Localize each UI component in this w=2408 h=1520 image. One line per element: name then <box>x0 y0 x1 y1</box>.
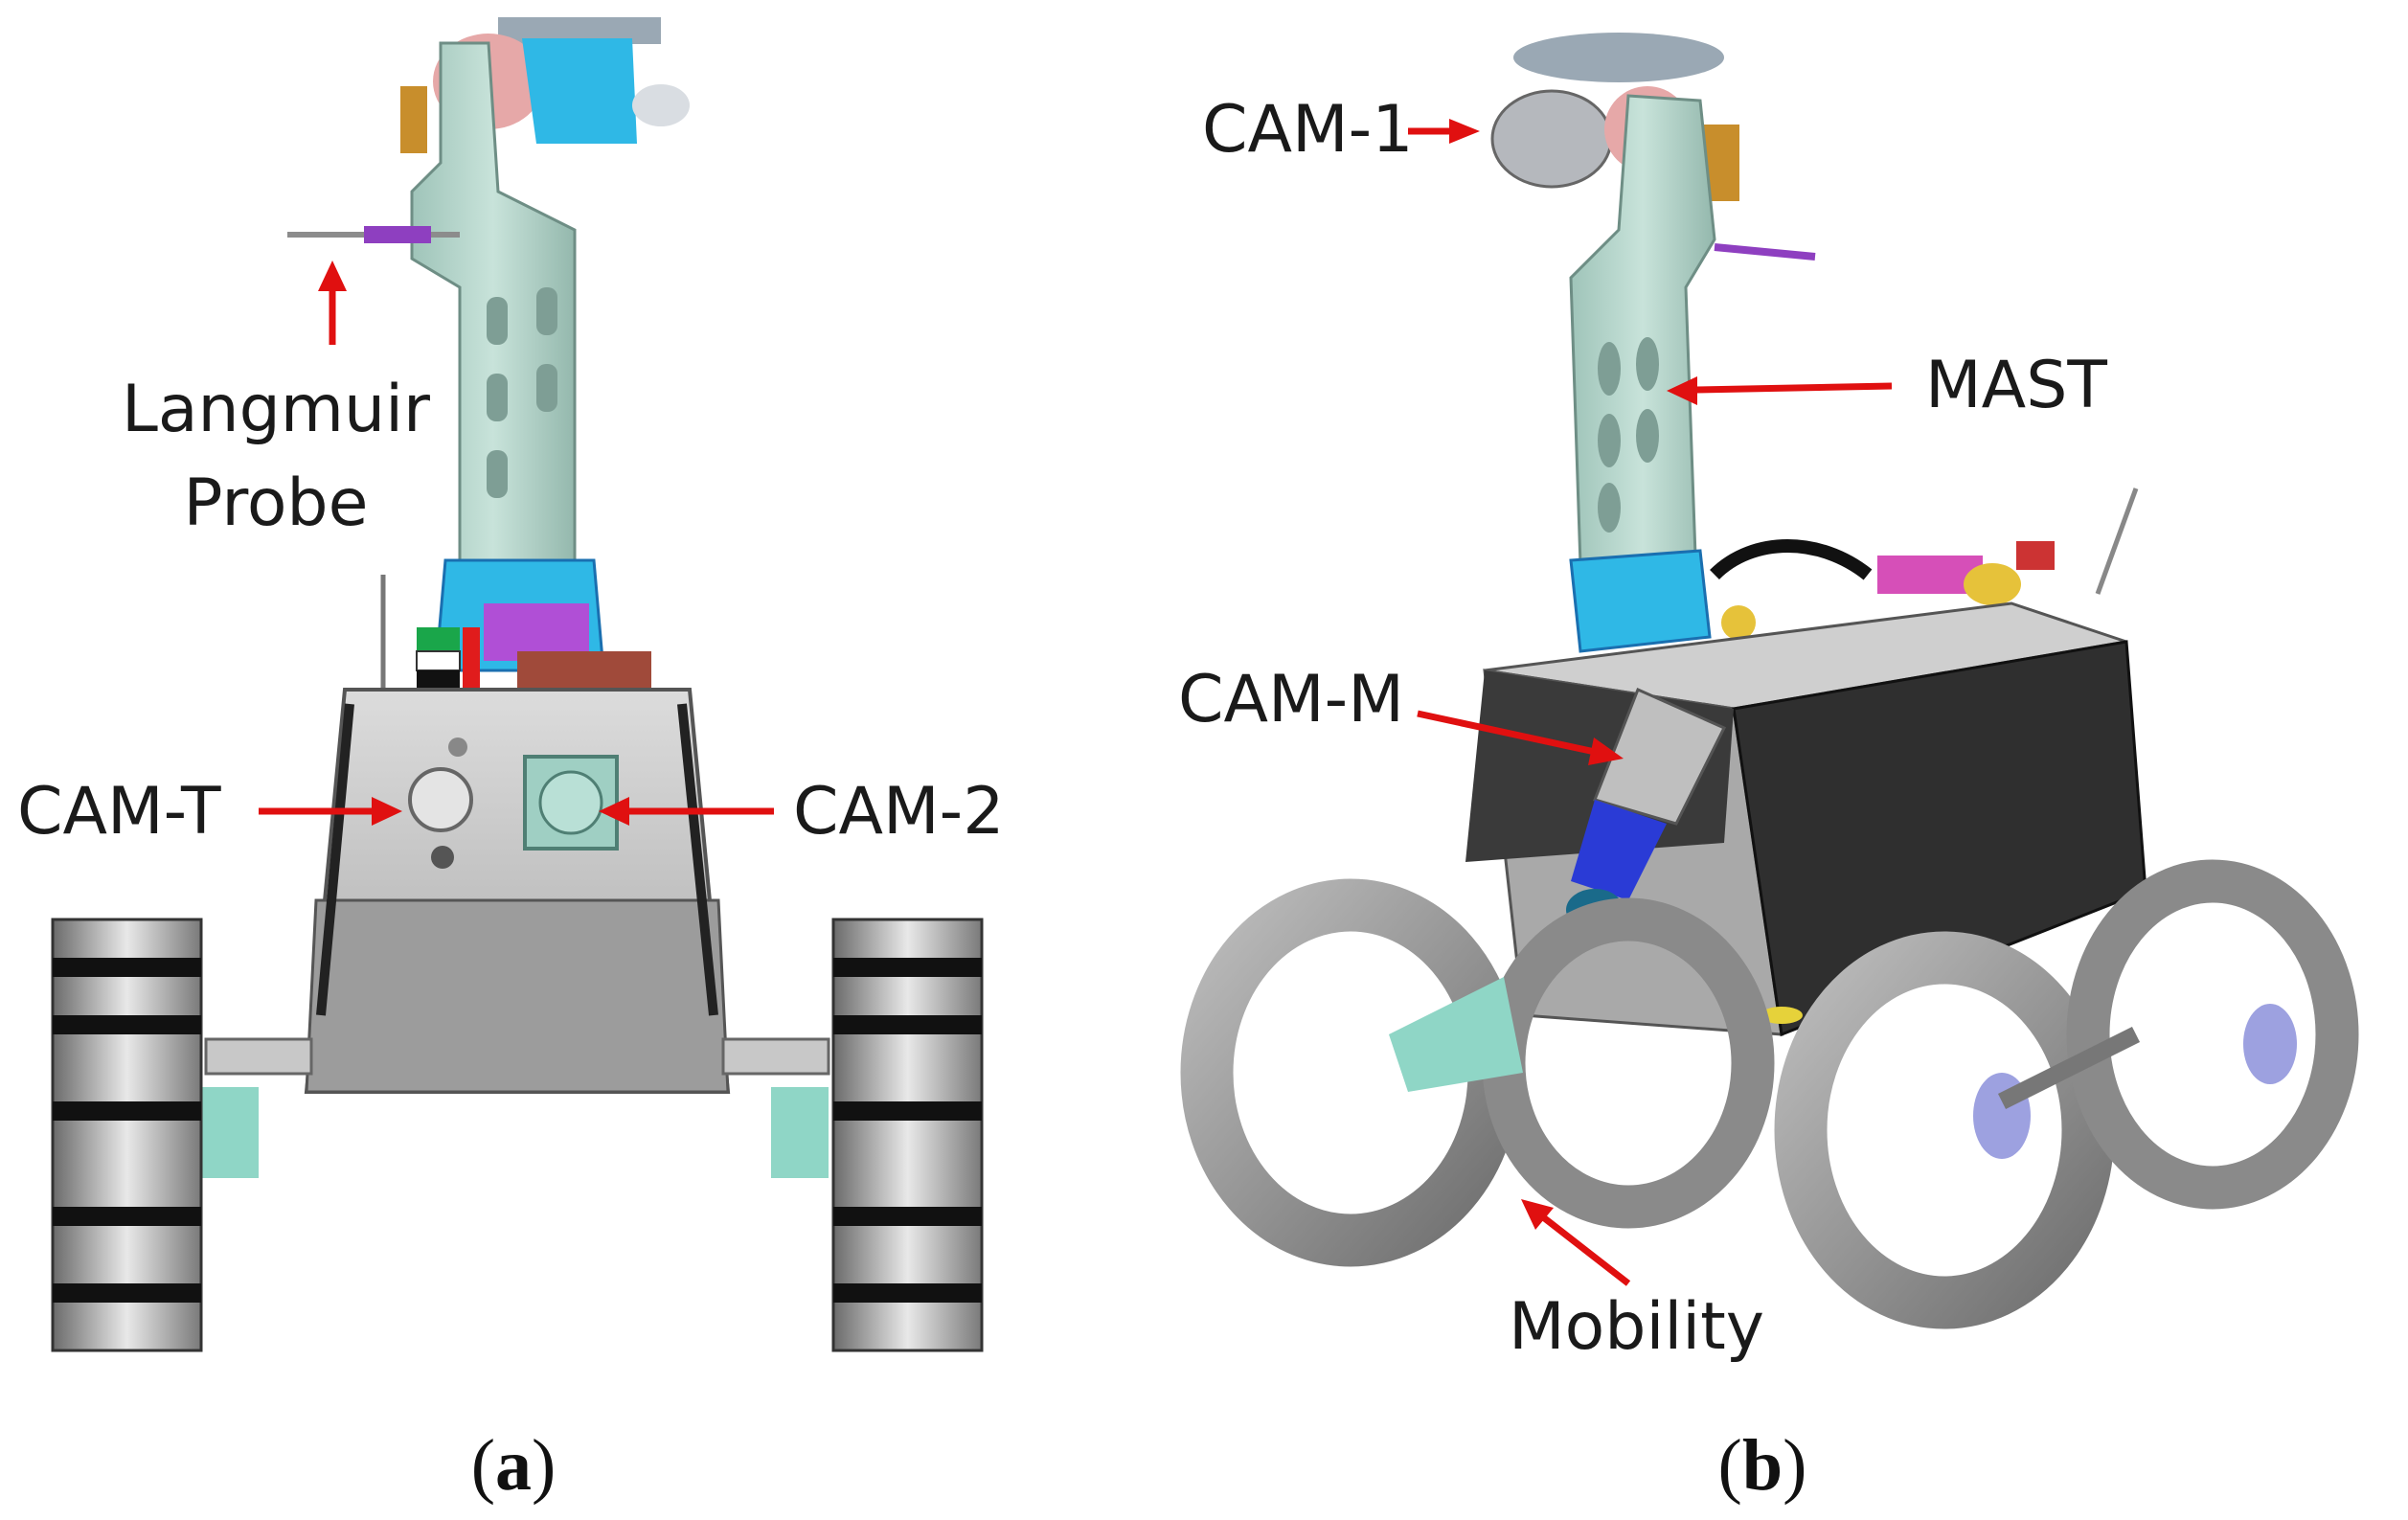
right-wheel <box>831 918 984 1352</box>
mast-slot <box>487 374 508 421</box>
caption-b: (b) <box>1718 1425 1807 1506</box>
cam-t-label: CAM-T <box>17 774 221 850</box>
body-port <box>448 737 467 757</box>
deck-electronics <box>517 651 651 690</box>
cam-t-lens <box>408 767 473 832</box>
flag-white <box>416 650 461 671</box>
mast-slot <box>487 450 508 498</box>
cam-1-label: CAM-1 <box>1202 92 1413 168</box>
body-port <box>431 846 454 869</box>
front-right-wheel <box>1774 931 2115 1329</box>
wheels-b <box>1180 859 2359 1329</box>
langmuir-probe-mount <box>364 226 431 243</box>
mobility-arrow <box>1521 1199 1631 1286</box>
rear-right-wheel <box>2066 859 2359 1210</box>
pan-tilt-gimbal <box>522 38 637 144</box>
deck-gear <box>1721 605 1756 640</box>
mast-bracket-orange <box>400 86 427 153</box>
mast-slots <box>1598 337 1659 533</box>
body-marker-yellow <box>1761 1007 1803 1024</box>
deck-flag <box>2016 541 2055 570</box>
langmuir-probe-arrow <box>318 261 347 345</box>
langmuir-label-line2: Probe <box>184 465 369 541</box>
cam-t-arrow <box>259 797 402 826</box>
wheel-hub-teal <box>1389 977 1523 1092</box>
rover-body-lower <box>305 898 730 1094</box>
mast-base-actuator <box>1569 549 1712 653</box>
antenna <box>2095 488 2139 595</box>
cam-2-arrow <box>599 797 774 826</box>
left-hub <box>201 1087 259 1178</box>
mast-slot <box>536 287 557 335</box>
flag-red <box>463 627 480 690</box>
mast-top-plate <box>1513 33 1724 82</box>
langmuir-probe-rod <box>1714 243 1816 261</box>
rover-iso-view <box>1180 33 2359 1329</box>
wheel-treads <box>53 958 982 1303</box>
mast-cam-lens <box>632 84 690 126</box>
mast-slot <box>487 297 508 345</box>
deck-cable <box>1710 539 1873 580</box>
left-strut <box>316 703 354 1016</box>
caption-a: (a) <box>471 1425 557 1506</box>
right-strut <box>677 703 718 1016</box>
right-axle <box>1997 1026 2141 1110</box>
cam-m-lens-blue <box>1571 800 1667 900</box>
cam-2-label: CAM-2 <box>793 774 1004 850</box>
mast-arrow <box>1667 376 1893 405</box>
right-axle <box>721 1037 830 1076</box>
mast-slot <box>536 364 557 412</box>
langmuir-label-line1: Langmuir <box>122 372 430 447</box>
cam-m-housing <box>1593 687 1727 826</box>
flag-green <box>417 627 460 651</box>
flag-black <box>417 670 460 690</box>
left-axle <box>204 1037 313 1076</box>
mobility-label: Mobility <box>1509 1289 1764 1365</box>
rover-front-view <box>51 17 984 1352</box>
cam-2-lens <box>538 770 603 835</box>
panel-a: Langmuir Probe CAM-T CAM-2 (a) <box>17 17 1004 1506</box>
cam-1-arrow <box>1408 119 1480 144</box>
deck-dome <box>1964 563 2021 605</box>
left-wheel <box>51 918 203 1352</box>
wheel-hub-lavender <box>2243 1004 2297 1084</box>
right-hub <box>771 1087 829 1178</box>
panel-b: CAM-1 MAST CAM-M Mobility (b) <box>1178 33 2359 1506</box>
cam-m-label: CAM-M <box>1178 662 1404 737</box>
cam-m-arrow <box>1417 710 1624 765</box>
cam-1-housing <box>1490 89 1613 189</box>
mast-label: MAST <box>1925 348 2107 423</box>
